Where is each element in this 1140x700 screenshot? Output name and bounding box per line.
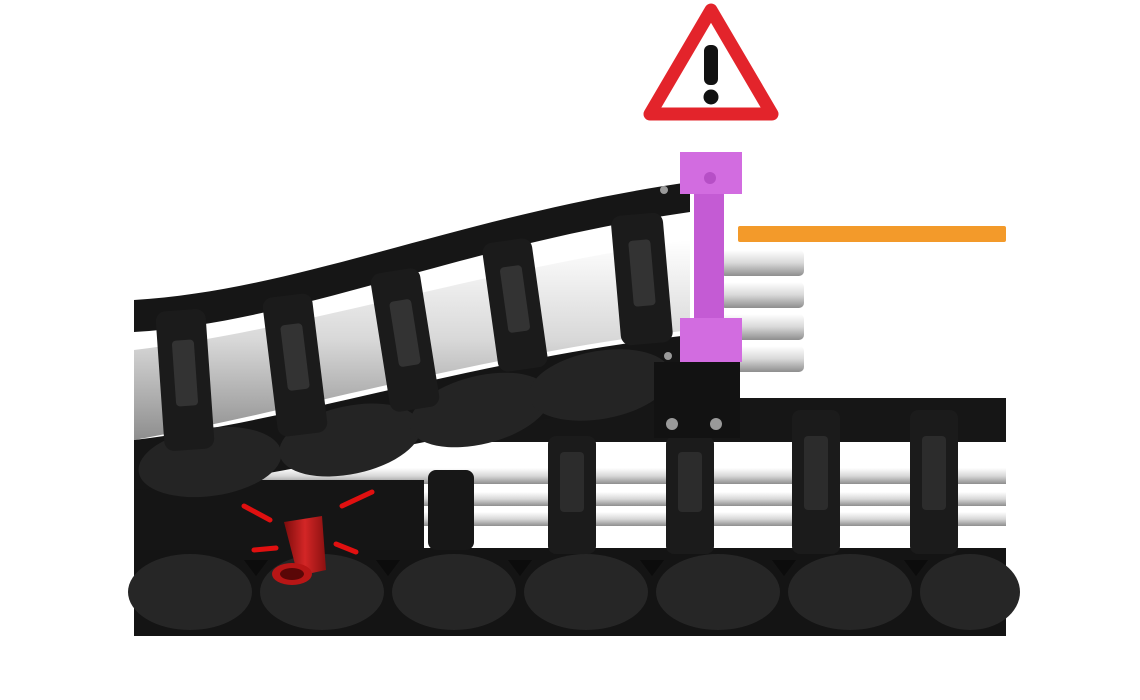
cable-bundle xyxy=(720,250,804,372)
orange-cable xyxy=(738,226,1006,242)
warning-triangle-icon xyxy=(643,3,779,121)
upper-chain-run xyxy=(134,182,740,498)
mounting-bracket xyxy=(680,152,742,362)
fault-marker xyxy=(241,489,375,585)
